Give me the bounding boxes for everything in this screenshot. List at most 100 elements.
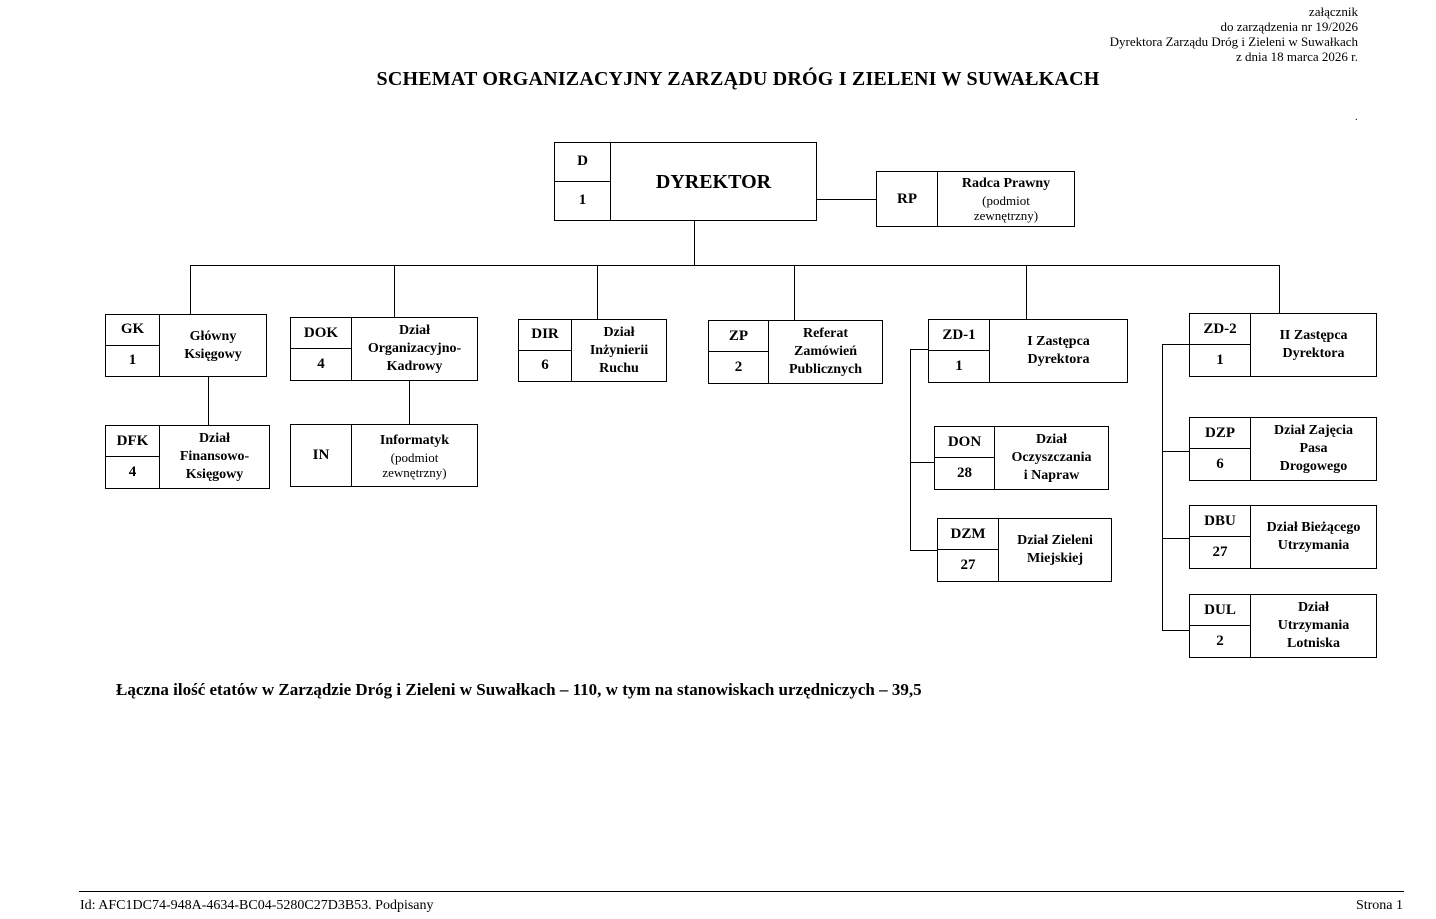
unit-name-line: Organizacyjno- bbox=[367, 341, 462, 356]
unit-staff: 4 bbox=[128, 464, 137, 480]
unit-name-line: Kadrowy bbox=[386, 359, 443, 374]
connector bbox=[794, 265, 795, 321]
unit-staff: 6 bbox=[541, 357, 549, 374]
connector bbox=[1162, 451, 1190, 452]
unit-name-line: Główny bbox=[189, 328, 237, 344]
unit-name: DYREKTOR bbox=[655, 170, 772, 193]
connector bbox=[409, 380, 410, 425]
connector bbox=[190, 265, 191, 315]
airport-maintenance-box: DUL 2 Dział Utrzymania Lotniska bbox=[1189, 594, 1377, 658]
director-box: D 1 DYREKTOR bbox=[554, 142, 817, 221]
connector bbox=[1162, 344, 1163, 631]
footer-divider bbox=[79, 891, 1404, 892]
unit-staff: 2 bbox=[1216, 633, 1224, 649]
unit-code: DOK bbox=[291, 318, 351, 349]
page-title: SCHEMAT ORGANIZACYJNY ZARZĄDU DRÓG I ZIE… bbox=[376, 68, 1100, 90]
unit-name-line: Utrzymania bbox=[1277, 618, 1350, 633]
unit-staff: 27 bbox=[1212, 544, 1228, 560]
unit-staff: 1 bbox=[955, 358, 963, 374]
connector bbox=[190, 265, 1280, 266]
deputy-director-2-box: ZD-2 1 II Zastępca Dyrektora bbox=[1189, 313, 1377, 377]
attachment-line-1: załącznik bbox=[1308, 4, 1358, 19]
attachment-line-3: Dyrektora Zarządu Dróg i Zieleni w Suwał… bbox=[1109, 34, 1358, 49]
unit-name-line: Ruchu bbox=[599, 360, 639, 376]
cleaning-dept-box: DON 28 Dział Oczyszczania i Napraw bbox=[934, 426, 1109, 490]
connector bbox=[1279, 265, 1280, 314]
document-id: Id: AFC1DC74-948A-4634-BC04-5280C27D3B53… bbox=[80, 898, 434, 913]
unit-code: ZP bbox=[709, 321, 768, 352]
deputy-director-1-box: ZD-1 1 I Zastępca Dyrektora bbox=[928, 319, 1128, 383]
hr-dept-box: DOK 4 Dział Organizacyjno- Kadrowy bbox=[290, 317, 478, 381]
unit-name-line: Dział bbox=[603, 324, 635, 340]
urban-greenery-box: DZM 27 Dział Zieleni Miejskiej bbox=[937, 518, 1112, 582]
unit-name-line: I Zastępca bbox=[1027, 334, 1090, 349]
connector bbox=[1026, 265, 1027, 320]
road-lane-occupation-box: DZP 6 Dział Zajęcia Pasa Drogowego bbox=[1189, 417, 1377, 481]
unit-name-line: Dział Zieleni bbox=[1017, 533, 1093, 548]
unit-code: D bbox=[555, 143, 610, 182]
chief-accountant-box: GK 1 Główny Księgowy bbox=[105, 314, 267, 377]
unit-name-line: Dyrektora bbox=[1027, 352, 1090, 367]
page-number: Strona 1 bbox=[1355, 898, 1403, 913]
it-specialist-box: IN Informatyk (podmiot zewnętrzny) bbox=[290, 424, 478, 487]
unit-name-line: Publicznych bbox=[788, 362, 863, 377]
connector bbox=[597, 265, 598, 320]
unit-code: RP bbox=[877, 172, 938, 226]
unit-code: ZD-2 bbox=[1190, 314, 1250, 345]
unit-name-line: Zamówień bbox=[794, 344, 857, 359]
unit-code: DFK bbox=[106, 426, 159, 457]
unit-code: DUL bbox=[1190, 595, 1250, 626]
connector bbox=[910, 462, 935, 463]
finance-dept-box: DFK 4 Dział Finansowo- Księgowy bbox=[105, 425, 270, 489]
unit-name-line: Księgowy bbox=[185, 467, 244, 482]
unit-code: DBU bbox=[1190, 506, 1250, 537]
unit-staff: 6 bbox=[1216, 456, 1224, 472]
unit-name-line: Drogowego bbox=[1279, 459, 1348, 474]
attachment-note: załącznik do zarządzenia nr 19/2026 Dyre… bbox=[1110, 4, 1358, 64]
connector bbox=[394, 265, 395, 318]
unit-name-line: II Zastępca bbox=[1279, 328, 1348, 343]
public-procurement-box: ZP 2 Referat Zamówień Publicznych bbox=[708, 320, 883, 384]
unit-name-line: Pasa bbox=[1299, 441, 1328, 456]
traffic-engineering-box: DIR 6 Dział Inżynierii Ruchu bbox=[518, 319, 667, 382]
unit-note: (podmiot bbox=[982, 193, 1030, 208]
unit-note: zewnętrzny) bbox=[973, 208, 1039, 223]
unit-code: DIR bbox=[519, 320, 571, 351]
unit-name: Radca Prawny bbox=[961, 176, 1051, 191]
connector bbox=[1162, 344, 1190, 345]
unit-name-line: i Napraw bbox=[1023, 468, 1080, 483]
unit-name-line: Dział Bieżącego bbox=[1266, 520, 1361, 535]
unit-staff: 4 bbox=[317, 356, 325, 372]
unit-name-line: Dział bbox=[1297, 600, 1330, 615]
connector bbox=[816, 199, 877, 200]
unit-name-line: Oczyszczania bbox=[1011, 450, 1092, 465]
connector bbox=[910, 550, 938, 551]
stray-mark: . bbox=[1355, 112, 1358, 123]
unit-name-line: Dyrektora bbox=[1282, 346, 1345, 361]
unit-name-line: Inżynierii bbox=[589, 342, 649, 358]
connector bbox=[910, 349, 929, 350]
unit-name-line: Finansowo- bbox=[179, 449, 250, 464]
unit-staff: 1 bbox=[128, 352, 137, 369]
unit-name-line: Lotniska bbox=[1287, 636, 1340, 651]
legal-advisor-box: RP Radca Prawny (podmiot zewnętrzny) bbox=[876, 171, 1075, 227]
unit-staff: 1 bbox=[578, 192, 587, 209]
unit-name: Informatyk bbox=[379, 432, 450, 448]
unit-code: DZP bbox=[1190, 418, 1250, 449]
current-maintenance-box: DBU 27 Dział Bieżącego Utrzymania bbox=[1189, 505, 1377, 569]
connector bbox=[1162, 630, 1190, 631]
unit-code: GK bbox=[106, 315, 159, 346]
unit-staff: 2 bbox=[734, 359, 743, 375]
unit-name-line: Dział Zajęcia bbox=[1274, 423, 1353, 438]
unit-code: IN bbox=[291, 425, 352, 486]
unit-name-line: Miejskiej bbox=[1027, 551, 1083, 566]
unit-staff: 28 bbox=[957, 465, 972, 481]
connector bbox=[910, 349, 911, 551]
connector bbox=[208, 376, 209, 426]
unit-name-line: Księgowy bbox=[184, 346, 242, 362]
unit-name-line: Dział bbox=[198, 431, 231, 446]
unit-name-line: Referat bbox=[802, 326, 849, 341]
connector bbox=[694, 220, 695, 266]
unit-code: DON bbox=[935, 427, 994, 458]
connector bbox=[1162, 538, 1190, 539]
